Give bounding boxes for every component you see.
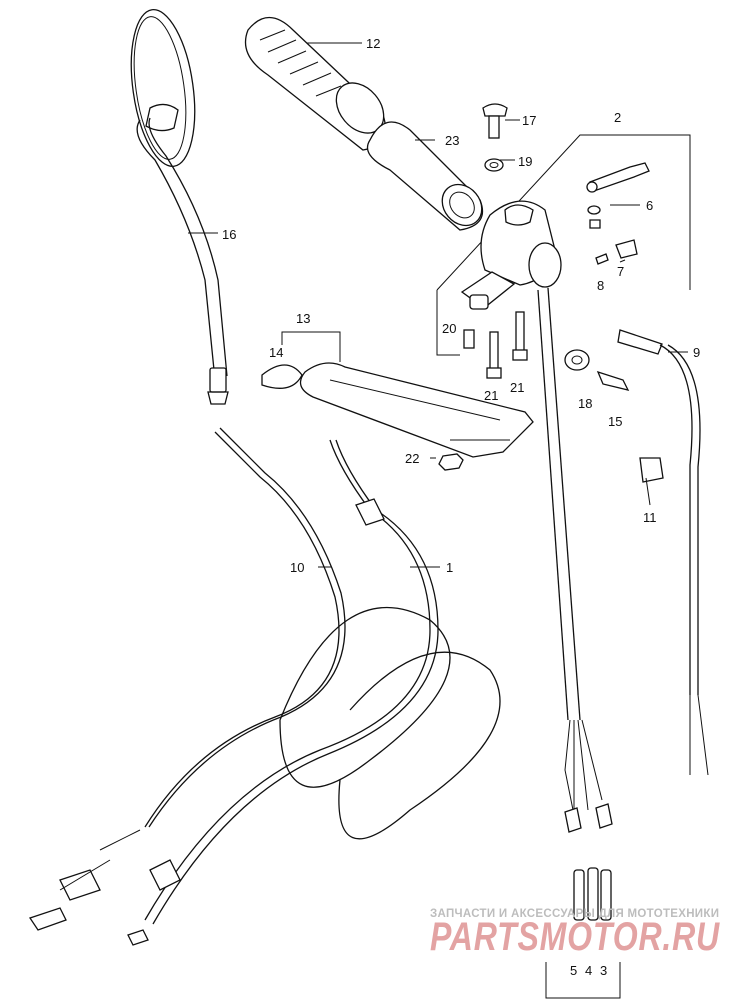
callout-21a: 21 (484, 388, 498, 403)
callout-16: 16 (222, 227, 236, 242)
callout-10: 10 (290, 560, 304, 575)
callout-3: 3 (600, 963, 607, 978)
callout-23: 23 (445, 133, 459, 148)
throttle-housing-group (436, 134, 691, 356)
callout-4: 4 (585, 963, 592, 978)
watermark-brand: PARTSMOTOR.RU (430, 915, 720, 959)
callout-8: 8 (597, 278, 604, 293)
cable-loops (279, 606, 501, 840)
clip-15 (596, 370, 630, 391)
cable-adjuster-6 (586, 162, 650, 229)
callout-15: 15 (608, 414, 622, 429)
callout-9: 9 (693, 345, 700, 360)
screw-8 (595, 253, 609, 265)
callout-13: 13 (296, 311, 310, 326)
callout-7: 7 (617, 264, 624, 279)
callout-22: 22 (405, 451, 419, 466)
callout-19: 19 (518, 154, 532, 169)
clutch-cable (28, 427, 346, 931)
throttle-grip-tube (366, 121, 484, 231)
clamp-7 (615, 239, 638, 259)
handlebar-grip (244, 16, 387, 151)
clamp-11 (639, 457, 664, 483)
watermark: ЗАПЧАСТИ И АКСЕССУАРЫ ДЛЯ МОТОТЕХНИКИ PA… (430, 908, 720, 959)
clutch-lever (261, 331, 534, 458)
callout-14: 14 (269, 345, 283, 360)
screw-17 (482, 103, 508, 139)
starter-cable (617, 329, 709, 776)
callout-18: 18 (578, 396, 592, 411)
callout-6: 6 (646, 198, 653, 213)
grommet-18 (564, 349, 590, 371)
callout-20: 20 (442, 321, 456, 336)
terminal-connectors (545, 867, 621, 999)
callout-21b: 21 (510, 380, 524, 395)
callout-12: 12 (366, 36, 380, 51)
bolt-21a (486, 331, 502, 379)
callout-5: 5 (570, 963, 577, 978)
callout-1: 1 (446, 560, 453, 575)
bolt-20 (463, 329, 475, 349)
callout-labels: 12 2 17 23 19 16 6 7 8 13 14 20 21 21 9 … (222, 36, 700, 978)
leader-lines (188, 42, 688, 568)
mirror (130, 9, 229, 405)
bolt-21b (512, 311, 528, 361)
washer-19 (484, 158, 504, 172)
nut-22 (438, 453, 464, 471)
watermark-tagline: ЗАПЧАСТИ И АКСЕССУАРЫ ДЛЯ МОТОТЕХНИКИ (430, 908, 719, 920)
throttle-cable (127, 439, 439, 946)
callout-11: 11 (643, 510, 657, 525)
switch-harness (537, 287, 613, 833)
callout-2: 2 (614, 110, 621, 125)
callout-17: 17 (522, 113, 536, 128)
